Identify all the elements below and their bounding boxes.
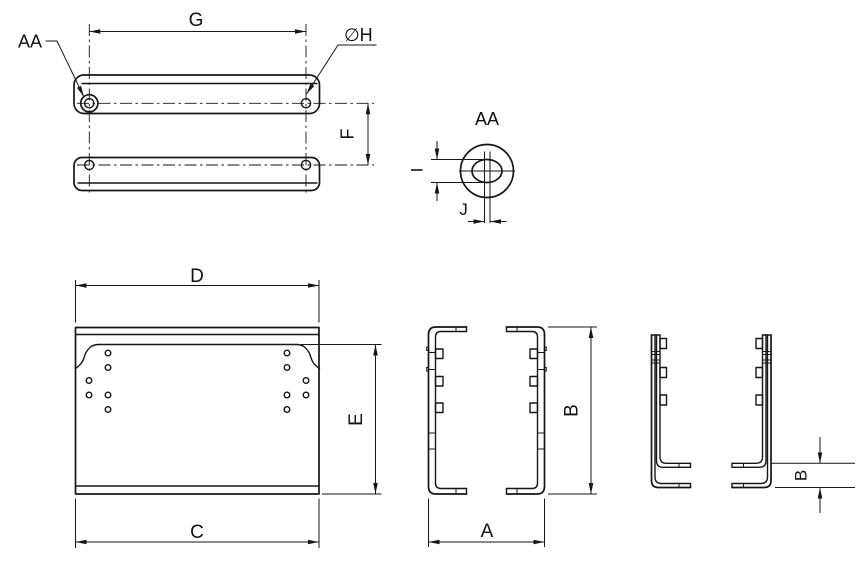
- callout-label-dia-h: ∅H: [344, 25, 373, 45]
- hole: [283, 364, 291, 372]
- section-left-channel: [426, 326, 468, 495]
- hole: [104, 391, 112, 399]
- hole: [104, 349, 112, 357]
- lower-right-hole: [300, 159, 312, 171]
- edge-tab: [426, 346, 430, 351]
- upper-rail-outline: [73, 74, 321, 115]
- dim-label-g: G: [189, 10, 204, 31]
- edge-tab: [544, 346, 547, 351]
- edge-tab: [544, 367, 547, 372]
- edge-tab: [426, 367, 430, 372]
- lower-left-hole: [84, 159, 95, 171]
- front-corner-notch-left: [74, 343, 100, 370]
- side-left-profile: [650, 334, 692, 489]
- front-hole-pattern-right: [283, 349, 310, 414]
- weld-tab: [529, 348, 539, 360]
- weld-tab: [659, 337, 668, 350]
- dim-label-a: A: [481, 521, 494, 542]
- weld-tab: [659, 366, 668, 379]
- callout-leader-dia-h: [306, 44, 377, 95]
- hole: [85, 377, 93, 385]
- upper-right-hole: [300, 98, 312, 109]
- top-view: G AA ∅H F: [18, 10, 377, 196]
- weld-tab: [529, 375, 539, 387]
- dim-label-j: J: [459, 200, 468, 219]
- hole: [283, 349, 291, 357]
- front-corner-notch-right: [295, 343, 321, 370]
- hole: [302, 377, 310, 385]
- front-view: D C E: [74, 266, 382, 548]
- hole: [85, 391, 93, 399]
- weld-tab: [529, 402, 539, 414]
- lower-rail-outline: [73, 156, 321, 192]
- dim-label-b-section: B: [562, 404, 583, 417]
- front-hole-pattern-left: [85, 349, 112, 414]
- side-right-profile: [731, 334, 772, 489]
- dim-label-e: E: [346, 413, 367, 426]
- section-view: A B: [426, 326, 597, 547]
- dim-label-f: F: [338, 129, 358, 140]
- dim-label-b-side: B: [792, 470, 811, 481]
- hole: [283, 406, 291, 414]
- weld-tab: [755, 394, 764, 406]
- weld-tab: [434, 402, 444, 414]
- front-plate-outline: [74, 326, 320, 495]
- dim-label-c: C: [190, 522, 204, 543]
- detail-title-aa: AA: [475, 109, 499, 129]
- callout-leader-aa: [45, 40, 85, 97]
- hole: [104, 406, 112, 414]
- section-right-channel: [505, 326, 547, 495]
- dim-label-d: D: [190, 266, 204, 287]
- hole: [283, 391, 291, 399]
- weld-tab: [755, 366, 764, 379]
- hole: [302, 391, 310, 399]
- upper-left-washer-outer: [79, 93, 99, 113]
- callout-label-aa: AA: [18, 32, 42, 52]
- dim-label-i: I: [408, 168, 427, 173]
- weld-tab: [755, 337, 764, 350]
- side-view: B: [650, 334, 855, 513]
- weld-tab: [434, 348, 444, 360]
- detail-view-aa: AA I J: [408, 109, 515, 224]
- weld-tab: [659, 394, 668, 406]
- weld-tab: [434, 375, 444, 387]
- upper-left-hole: [84, 98, 95, 109]
- hole: [104, 364, 112, 372]
